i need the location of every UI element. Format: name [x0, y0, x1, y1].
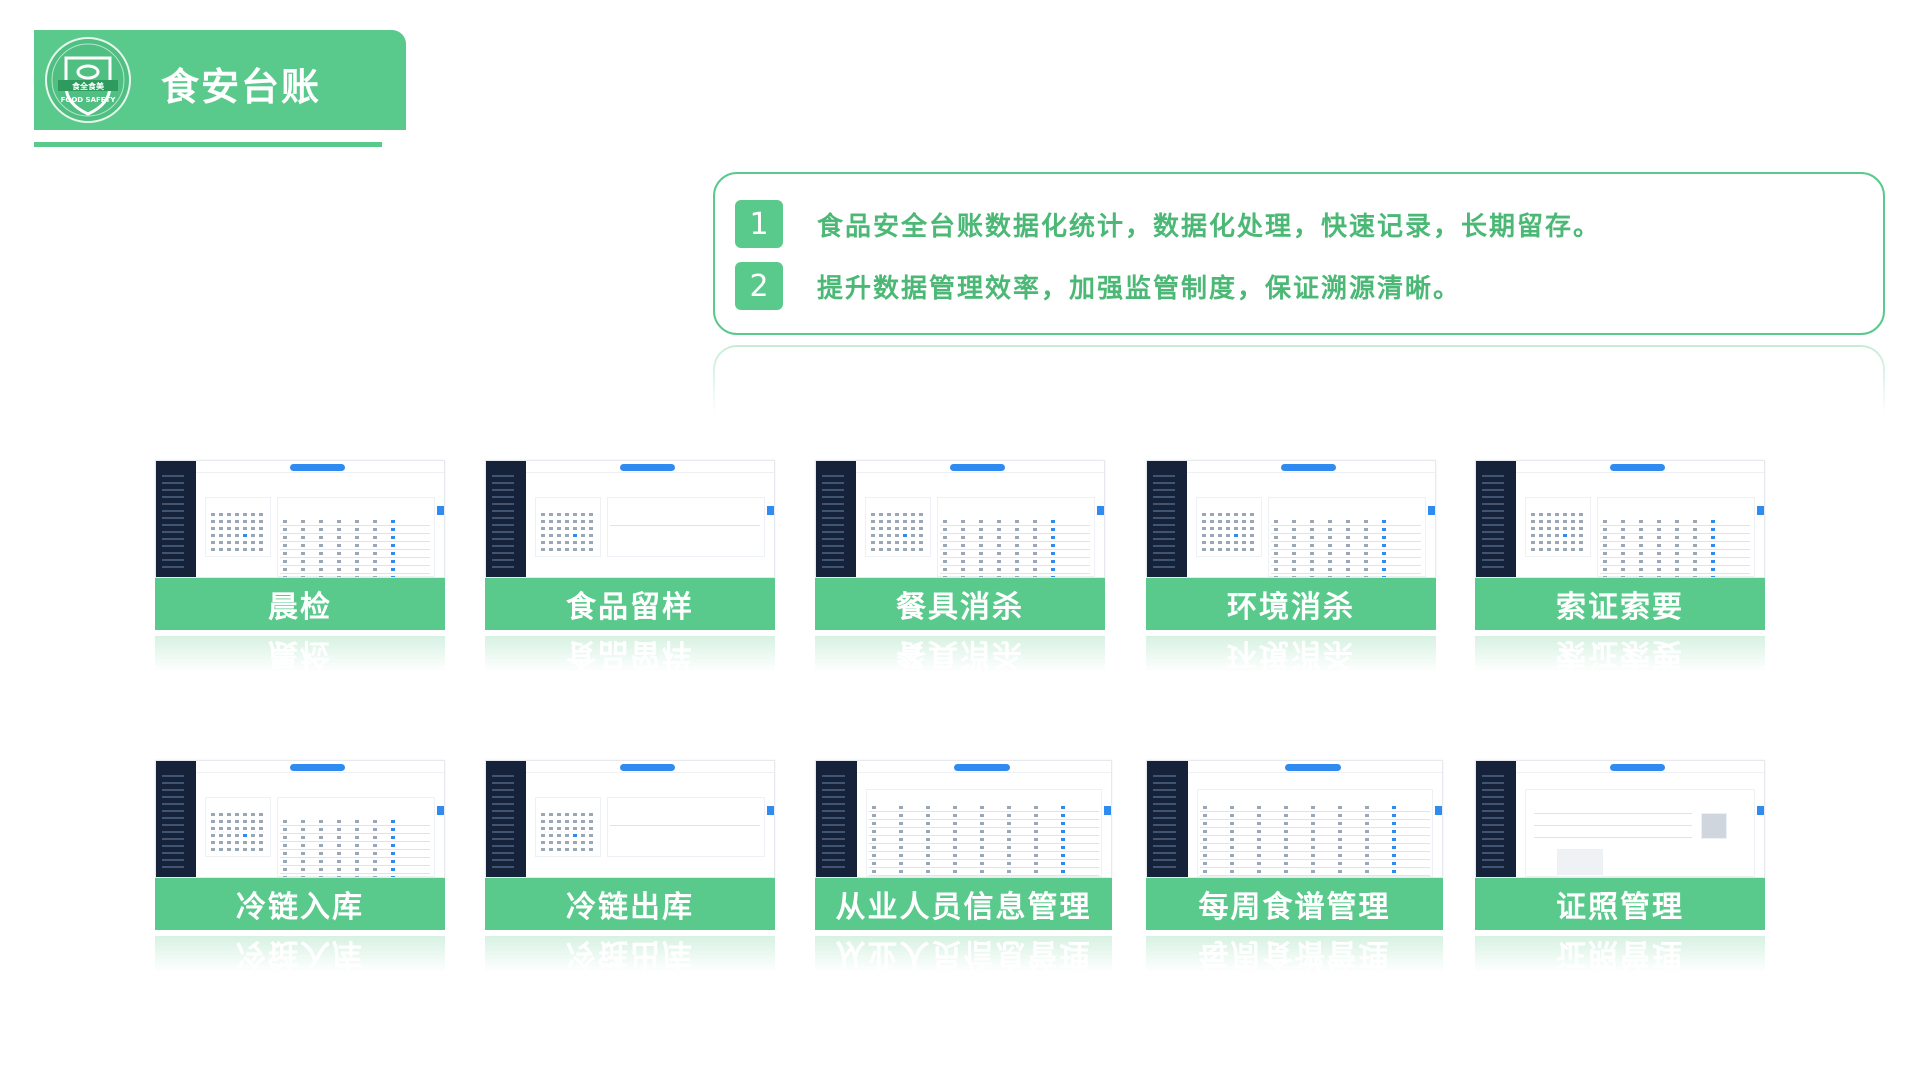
item-number-badge: 2 [735, 262, 783, 310]
thumbnail-sidebar [1476, 461, 1517, 577]
thumbnail-topbar [1516, 461, 1764, 473]
app-screenshot-thumbnail [485, 460, 775, 578]
feature-label-bar: 冷链出库 [485, 878, 775, 930]
feature-label-reflection: 冷链出库 [485, 936, 775, 978]
logo-text-top: 食全食美 [72, 81, 105, 91]
thumbnail-topbar [196, 461, 444, 473]
feature-label-bar: 食品留样 [485, 578, 775, 630]
info-item: 1 食品安全台账数据化统计，数据化处理，快速记录，长期留存。 [735, 200, 1601, 248]
thumbnail-sidebar [1476, 761, 1517, 877]
feature-label: 晨检 [268, 590, 332, 625]
logo-text-bottom: FOOD SAFETY [61, 96, 117, 104]
thumbnail-topbar [1187, 461, 1435, 473]
header-badge: 食全食美 FOOD SAFETY 食安台账 [34, 30, 406, 130]
feature-label-reflection: 食品留样 [485, 636, 775, 678]
app-screenshot-thumbnail [1475, 760, 1765, 878]
app-screenshot-thumbnail [155, 760, 445, 878]
thumbnail-topbar [526, 761, 774, 773]
info-item-text: 提升数据管理效率，加强监管制度，保证溯源清晰。 [817, 273, 1462, 304]
app-screenshot-thumbnail [1146, 760, 1443, 878]
app-screenshot-thumbnail [815, 760, 1112, 878]
feature-label: 每周食谱管理 [1198, 890, 1391, 925]
thumbnail-sidebar [816, 761, 858, 877]
feature-label-bar: 证照管理 [1475, 878, 1765, 930]
reflection-text: 证照管理 [1556, 936, 1684, 971]
thumbnail-sidebar [1147, 761, 1189, 877]
reflection-text: 冷链入库 [236, 936, 364, 971]
info-box-reflection [713, 345, 1885, 415]
reflection-text: 冷链出库 [566, 936, 694, 971]
feature-label-bar: 餐具消杀 [815, 578, 1105, 630]
feature-card[interactable]: 环境消杀环境消杀 [1146, 460, 1436, 748]
feature-label-bar: 索证索要 [1475, 578, 1765, 630]
thumbnail-sidebar [156, 461, 197, 577]
feature-label: 冷链入库 [236, 890, 364, 925]
app-screenshot-thumbnail [1475, 460, 1765, 578]
feature-label: 从业人员信息管理 [835, 890, 1092, 925]
feature-label-reflection: 晨检 [155, 636, 445, 678]
feature-card[interactable]: 从业人员信息管理从业人员信息管理 [815, 760, 1112, 1048]
feature-label: 食品留样 [566, 590, 694, 625]
thumbnail-sidebar [156, 761, 197, 877]
feature-card[interactable]: 晨检晨检 [155, 460, 445, 748]
feature-label-reflection: 从业人员信息管理 [815, 936, 1112, 978]
thumbnail-sidebar [486, 761, 527, 877]
feature-label-bar: 晨检 [155, 578, 445, 630]
reflection-text: 餐具消杀 [896, 636, 1024, 671]
reflection-text: 索证索要 [1556, 636, 1684, 671]
feature-card[interactable]: 冷链入库冷链入库 [155, 760, 445, 1048]
thumbnail-topbar [526, 461, 774, 473]
thumbnail-topbar [1188, 761, 1442, 773]
info-item-text: 食品安全台账数据化统计，数据化处理，快速记录，长期留存。 [817, 211, 1602, 242]
feature-label-bar: 每周食谱管理 [1146, 878, 1443, 930]
app-screenshot-thumbnail [155, 460, 445, 578]
feature-label-reflection: 每周食谱管理 [1146, 936, 1443, 978]
thumbnail-sidebar [1147, 461, 1188, 577]
feature-label-bar: 冷链入库 [155, 878, 445, 930]
thumbnail-sidebar [816, 461, 857, 577]
feature-label: 餐具消杀 [896, 590, 1024, 625]
feature-card[interactable]: 索证索要索证索要 [1475, 460, 1765, 748]
info-box: 1 食品安全台账数据化统计，数据化处理，快速记录，长期留存。 2 提升数据管理效… [713, 172, 1885, 335]
feature-card[interactable]: 证照管理证照管理 [1475, 760, 1765, 1048]
feature-label: 冷链出库 [566, 890, 694, 925]
food-safety-logo-icon: 食全食美 FOOD SAFETY [45, 37, 131, 123]
feature-label-reflection: 索证索要 [1475, 636, 1765, 678]
app-screenshot-thumbnail [1146, 460, 1436, 578]
app-screenshot-thumbnail [485, 760, 775, 878]
feature-label-reflection: 证照管理 [1475, 936, 1765, 978]
feature-card[interactable]: 冷链出库冷链出库 [485, 760, 775, 1048]
feature-label-reflection: 冷链入库 [155, 936, 445, 978]
reflection-text: 环境消杀 [1227, 636, 1355, 671]
feature-label-reflection: 餐具消杀 [815, 636, 1105, 678]
feature-card[interactable]: 食品留样食品留样 [485, 460, 775, 748]
info-item: 2 提升数据管理效率，加强监管制度，保证溯源清晰。 [735, 262, 1461, 310]
page-title: 食安台账 [161, 65, 322, 109]
thumbnail-sidebar [486, 461, 527, 577]
thumbnail-topbar [1516, 761, 1764, 773]
feature-label: 环境消杀 [1227, 590, 1355, 625]
thumbnail-topbar [856, 461, 1104, 473]
thumbnail-topbar [196, 761, 444, 773]
feature-card[interactable]: 餐具消杀餐具消杀 [815, 460, 1105, 748]
thumbnail-topbar [857, 761, 1111, 773]
reflection-text: 每周食谱管理 [1198, 936, 1391, 971]
app-screenshot-thumbnail [815, 460, 1105, 578]
feature-card[interactable]: 每周食谱管理每周食谱管理 [1146, 760, 1443, 1048]
feature-label-bar: 从业人员信息管理 [815, 878, 1112, 930]
header-underline [34, 142, 382, 147]
reflection-text: 食品留样 [566, 636, 694, 671]
reflection-text: 晨检 [268, 636, 332, 671]
feature-label-bar: 环境消杀 [1146, 578, 1436, 630]
feature-label: 证照管理 [1556, 890, 1684, 925]
feature-label-reflection: 环境消杀 [1146, 636, 1436, 678]
reflection-text: 从业人员信息管理 [835, 936, 1092, 971]
feature-label: 索证索要 [1556, 590, 1684, 625]
item-number-badge: 1 [735, 200, 783, 248]
